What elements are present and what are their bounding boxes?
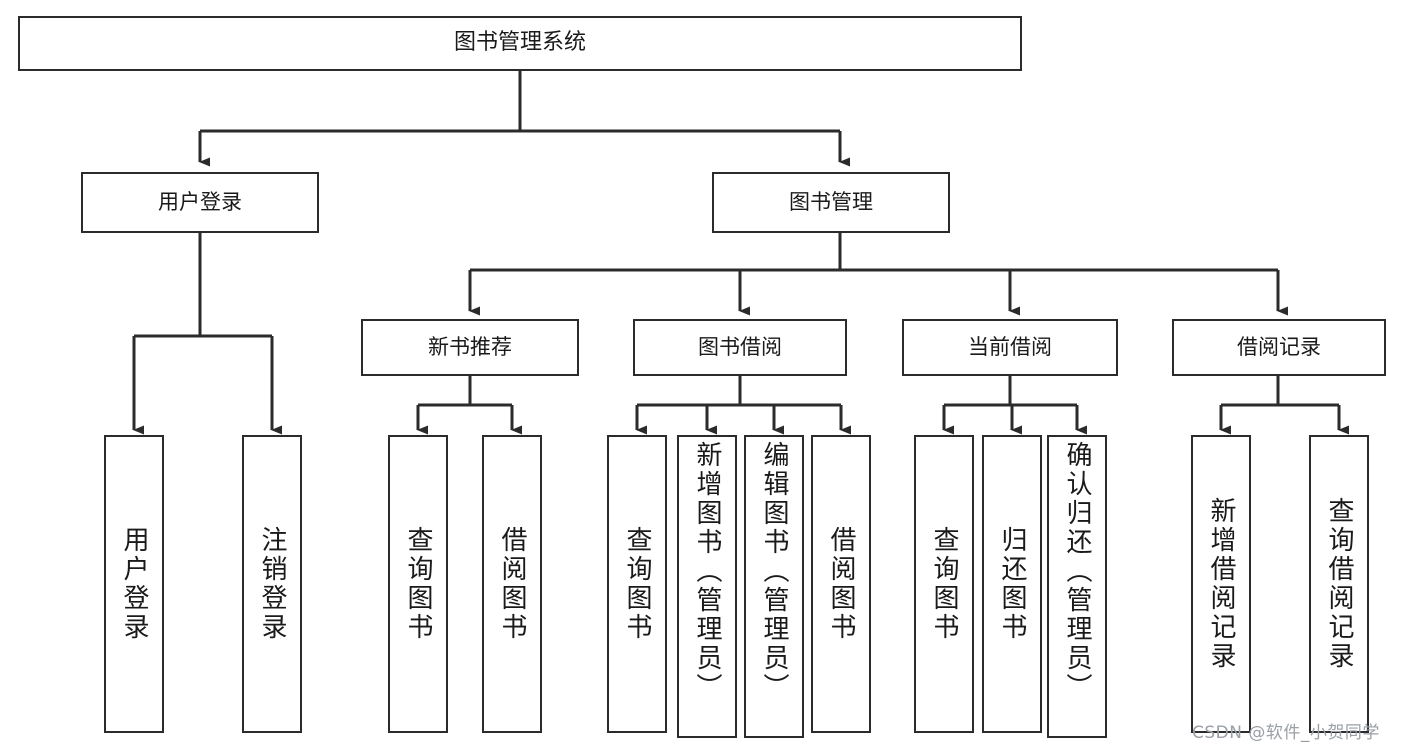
node-leaf-query-book-2[interactable]: 查询图书 (607, 435, 667, 733)
node-leaf-borrow-book-2[interactable]: 借阅图书 (811, 435, 871, 733)
node-leaf-query-record[interactable]: 查询借阅记录 (1309, 435, 1369, 733)
node-leaf-logout[interactable]: 注销登录 (242, 435, 302, 733)
node-leaf-query-book-3[interactable]: 查询图书 (914, 435, 974, 733)
node-borrow-record[interactable]: 借阅记录 (1172, 319, 1386, 376)
node-label: 归还图书 (997, 526, 1027, 642)
node-label: 借阅图书 (497, 526, 527, 642)
node-leaf-edit-book[interactable]: 编辑图书（管理员） (744, 435, 804, 738)
node-label: 借阅记录 (1237, 334, 1321, 359)
node-leaf-confirm-return[interactable]: 确认归还（管理员） (1047, 435, 1107, 738)
node-label: 查询图书 (403, 526, 433, 642)
node-leaf-add-record[interactable]: 新增借阅记录 (1191, 435, 1251, 733)
node-label: 确认归还（管理员） (1062, 441, 1092, 702)
node-label: 查询借阅记录 (1324, 497, 1354, 671)
node-leaf-add-book[interactable]: 新增图书（管理员） (677, 435, 737, 738)
node-label: 新书推荐 (428, 334, 512, 359)
node-user-login[interactable]: 用户登录 (81, 172, 319, 233)
node-book-manage[interactable]: 图书管理 (712, 172, 950, 233)
node-current-borrow[interactable]: 当前借阅 (902, 319, 1118, 376)
node-leaf-return-book[interactable]: 归还图书 (982, 435, 1042, 733)
node-label: 新增图书（管理员） (692, 441, 722, 702)
node-label: 当前借阅 (968, 334, 1052, 359)
node-label: 新增借阅记录 (1206, 497, 1236, 671)
node-label: 编辑图书（管理员） (759, 441, 789, 702)
node-label: 查询图书 (622, 526, 652, 642)
csdn-watermark: CSDN @软件_小贺同学 (1192, 723, 1380, 743)
node-book-borrow[interactable]: 图书借阅 (633, 319, 847, 376)
node-leaf-borrow-book-1[interactable]: 借阅图书 (482, 435, 542, 733)
node-label: 用户登录 (119, 526, 149, 642)
node-label: 图书管理 (789, 189, 873, 214)
node-label: 图书借阅 (698, 334, 782, 359)
node-label: 图书管理系统 (453, 30, 586, 56)
node-root-system[interactable]: 图书管理系统 (18, 16, 1022, 71)
node-leaf-query-book-1[interactable]: 查询图书 (388, 435, 448, 733)
node-leaf-user-login[interactable]: 用户登录 (104, 435, 164, 733)
node-label: 借阅图书 (826, 526, 856, 642)
node-label: 用户登录 (158, 189, 242, 214)
node-label: 注销登录 (257, 526, 287, 642)
node-new-book-recommend[interactable]: 新书推荐 (361, 319, 579, 376)
node-label: 查询图书 (929, 526, 959, 642)
